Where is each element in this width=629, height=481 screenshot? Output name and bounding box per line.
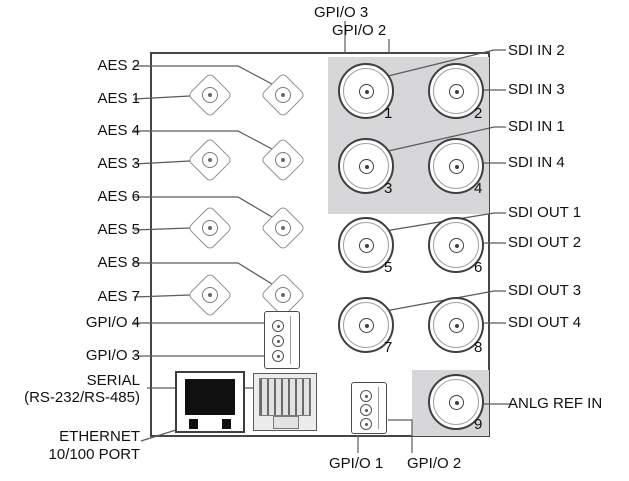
- ethernet-port: [175, 371, 245, 433]
- label-gpio-2-top: GPI/O 2: [332, 22, 387, 39]
- ethernet-led-right: [222, 419, 231, 429]
- leader-aes-8: [134, 262, 273, 285]
- bnc-connector-8: 8: [428, 297, 484, 356]
- label-aes-6: AES 6: [97, 188, 140, 205]
- leader-sdi-out-3: [384, 290, 506, 312]
- aes-connector-4: [260, 137, 306, 183]
- label-serial-standards: (RS-232/RS-485): [24, 389, 140, 406]
- serial-pin-stripes: [259, 378, 311, 416]
- leader-gpio-2-bottom: [388, 419, 413, 453]
- label-aes-2: AES 2: [97, 57, 140, 74]
- label-sdi-out-1: SDI OUT 1: [508, 204, 582, 221]
- aes-connector-8: [260, 272, 306, 318]
- leader-aes-3: [133, 160, 191, 165]
- label-ethernet: ETHERNET: [59, 428, 140, 445]
- connector-number: 3: [384, 180, 393, 197]
- connector-number: 7: [384, 339, 393, 356]
- serial-port: [253, 373, 317, 431]
- label-sdi-in-3: SDI IN 3: [508, 81, 565, 98]
- leader-sdi-out-1: [384, 212, 506, 232]
- label-anlg-ref-in: ANLG REF IN: [508, 395, 603, 412]
- label-serial: SERIAL: [86, 372, 140, 389]
- label-sdi-out-2: SDI OUT 2: [508, 234, 582, 251]
- label-aes-1: AES 1: [97, 90, 140, 107]
- aes-connector-2: [260, 72, 306, 118]
- aes-connector-5: [187, 205, 233, 251]
- label-sdi-in-2: SDI IN 2: [508, 42, 565, 59]
- leader-aes-1: [133, 95, 191, 100]
- gpio-terminal-block-upper: [264, 311, 300, 369]
- bnc-connector-1: 1: [338, 63, 394, 122]
- bnc-connector-3: 3: [338, 138, 394, 197]
- connector-number: 4: [474, 180, 483, 197]
- label-gpio-3-top: GPI/O 3: [314, 4, 369, 21]
- bnc-connector-7: 7: [338, 297, 394, 356]
- connector-number: 5: [384, 259, 393, 276]
- label-aes-4: AES 4: [97, 122, 140, 139]
- connector-number: 9: [474, 416, 483, 433]
- bnc-connector-6: 6: [428, 217, 484, 276]
- connector-number: 8: [474, 339, 483, 356]
- label-gpio-1-bottom: GPI/O 1: [329, 455, 384, 472]
- leader-sdi-in-1: [383, 126, 506, 153]
- leader-ethernet: [140, 429, 177, 442]
- aes-connector-1: [187, 72, 233, 118]
- connector-number: 2: [474, 105, 483, 122]
- rj45-jack: [185, 379, 235, 415]
- leader-aes-5: [133, 227, 191, 231]
- connector-number: 1: [384, 105, 393, 122]
- label-gpio-2-bottom: GPI/O 2: [407, 455, 462, 472]
- bnc-connector-2: 2: [428, 63, 484, 122]
- leader-aes-2: [134, 65, 273, 85]
- leader-aes-4: [134, 130, 273, 150]
- aes-connector-6: [260, 205, 306, 251]
- leader-aes-6: [134, 196, 273, 218]
- gpio-terminal-block-lower: [351, 382, 387, 434]
- label-sdi-out-4: SDI OUT 4: [508, 314, 582, 331]
- aes-connector-7: [187, 272, 233, 318]
- ethernet-led-left: [189, 419, 198, 429]
- label-sdi-in-1: SDI IN 1: [508, 118, 565, 135]
- bnc-connector-4: 4: [428, 138, 484, 197]
- label-aes-8: AES 8: [97, 254, 140, 271]
- label-aes-5: AES 5: [97, 221, 140, 238]
- label-aes-3: AES 3: [97, 155, 140, 172]
- label-gpio-4: GPI/O 4: [85, 314, 140, 331]
- bnc-connector-5: 5: [338, 217, 394, 276]
- connector-number: 6: [474, 259, 483, 276]
- aes-connector-3: [187, 137, 233, 183]
- leader-aes-7: [133, 294, 191, 298]
- label-sdi-out-3: SDI OUT 3: [508, 282, 582, 299]
- label-aes-7: AES 7: [97, 288, 140, 305]
- label-sdi-in-4: SDI IN 4: [508, 154, 565, 171]
- label-gpio-3-left: GPI/O 3: [85, 347, 140, 364]
- serial-jack-tab: [273, 416, 299, 429]
- bnc-connector-9: 9: [428, 374, 484, 433]
- leader-sdi-in-2: [383, 49, 506, 78]
- label-ethernet-speed: 10/100 PORT: [48, 446, 140, 463]
